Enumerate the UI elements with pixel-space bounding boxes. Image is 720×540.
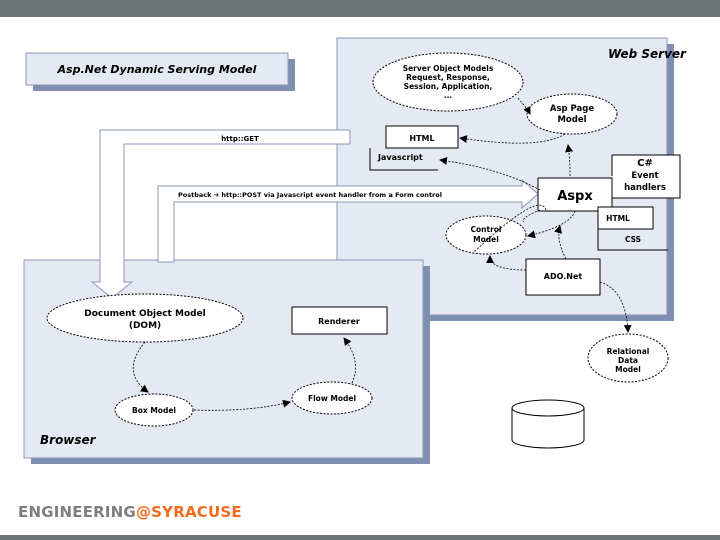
web-server-label: Web Server [608, 47, 687, 61]
asp-page-model-node: Asp Page Model [526, 93, 618, 135]
svg-text:Javascript: Javascript [377, 153, 423, 162]
svg-text:HTML: HTML [606, 214, 630, 223]
svg-text:...: ... [444, 91, 453, 100]
browser-panel: Browser [23, 259, 430, 464]
connectors [132, 97, 632, 411]
html-node: HTML [385, 125, 459, 149]
svg-text:C#: C# [637, 158, 653, 169]
svg-text:Renderer: Renderer [318, 317, 360, 326]
server-object-models-node: Server Object Models Request, Response, … [372, 52, 524, 112]
svg-text:Model: Model [473, 235, 499, 244]
dom-node: Document Object Model (DOM) [46, 293, 244, 343]
engineering-syracuse-logo: ENGINEERING@SYRACUSE [18, 503, 242, 521]
svg-text:Relational: Relational [607, 347, 650, 356]
http-get-band: http::GET [90, 129, 351, 299]
browser-label: Browser [40, 433, 97, 447]
svg-text:Aspx: Aspx [557, 189, 593, 204]
svg-text:CSS: CSS [625, 235, 641, 244]
svg-text:Box Model: Box Model [132, 406, 176, 415]
postback-label: Postback ➔ http::POST via Javascript eve… [178, 191, 442, 199]
aspx-node: Aspx [537, 177, 613, 212]
logo-at: @ [135, 503, 152, 521]
svg-text:Asp Page: Asp Page [550, 104, 595, 114]
svg-text:Server Object Models: Server Object Models [403, 64, 494, 73]
svg-text:Model: Model [557, 115, 586, 125]
javascript-node: Javascript [369, 148, 438, 171]
csharp-node: C# Event handlers [611, 154, 681, 199]
flow-model-node: Flow Model [291, 381, 373, 415]
renderer-node: Renderer [291, 306, 388, 335]
svg-text:(DOM): (DOM) [129, 321, 161, 331]
html-css-node: HTML CSS [597, 206, 668, 251]
svg-text:Request, Response,: Request, Response, [406, 73, 490, 82]
http-get-label: http::GET [221, 135, 259, 143]
logo-engineering: ENGINEERING [18, 503, 136, 521]
diagram-title: Asp.Net Dynamic Serving Model [57, 63, 257, 76]
svg-text:ADO.Net: ADO.Net [544, 272, 583, 281]
control-model-node: Control Model [445, 215, 527, 255]
title-box: Asp.Net Dynamic Serving Model [25, 52, 295, 91]
ado-net-node: ADO.Net [525, 258, 601, 296]
svg-text:Session, Application,: Session, Application, [404, 82, 493, 91]
bottom-bar [0, 535, 720, 540]
svg-text:HTML: HTML [409, 134, 434, 143]
svg-text:Event: Event [631, 171, 658, 181]
top-bar [0, 0, 720, 17]
database-icon [511, 399, 585, 449]
svg-text:Document Object Model: Document Object Model [84, 309, 206, 319]
svg-text:Model: Model [615, 365, 641, 374]
logo-syracuse: SYRACUSE [151, 503, 242, 521]
svg-text:handlers: handlers [624, 183, 666, 193]
svg-text:Control: Control [470, 225, 501, 234]
svg-text:Flow Model: Flow Model [308, 394, 356, 403]
svg-text:Data: Data [618, 356, 638, 365]
relational-data-model-node: Relational Data Model [587, 333, 669, 383]
box-model-node: Box Model [114, 393, 194, 427]
postback-band: Postback ➔ http::POST via Javascript eve… [157, 178, 539, 263]
